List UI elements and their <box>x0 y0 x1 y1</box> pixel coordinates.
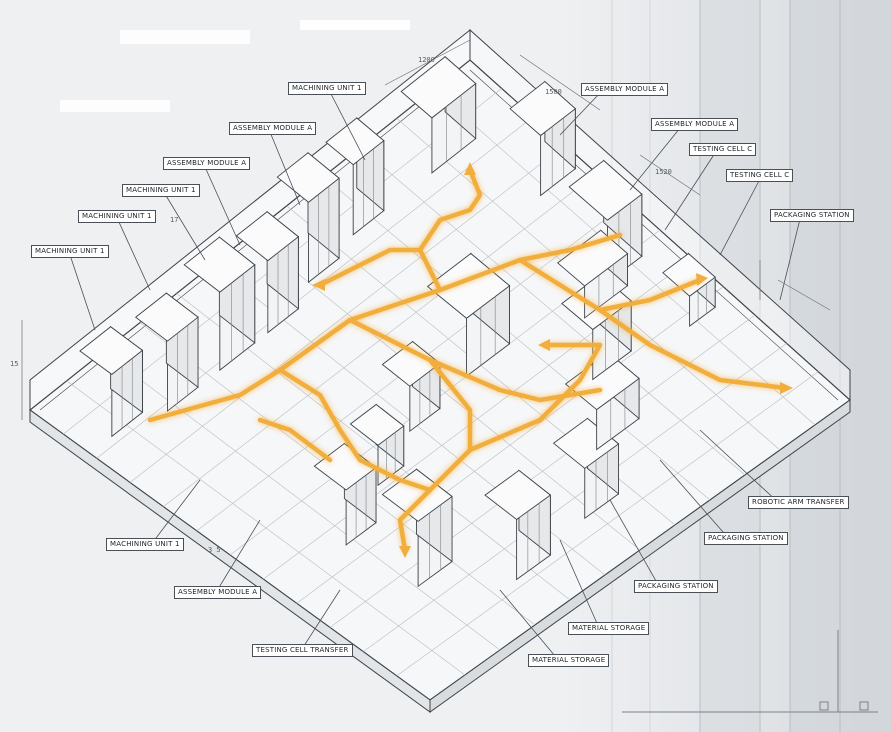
leader-line <box>559 539 601 631</box>
machining-frame <box>134 292 199 412</box>
label-testing-cell-c-2: TESTING CELL C <box>726 169 794 182</box>
label-machining-unit-1-bottom: MACHINING UNIT 1 <box>106 538 184 551</box>
packaging-bench <box>556 229 629 319</box>
wall-shelving-top-face <box>400 56 477 119</box>
label-assembly-module-a-bottom: ASSEMBLY MODULE A <box>174 586 262 599</box>
corner-bracket <box>622 630 878 713</box>
testing-cabinet-top-face <box>509 80 577 137</box>
label-packaging-station-mid: PACKAGING STATION <box>704 532 788 545</box>
robot-station-top-face <box>349 403 405 446</box>
ceiling-lights <box>60 20 410 112</box>
testing-cabinet <box>509 80 577 197</box>
assembly-enclosure-top-face <box>235 211 300 262</box>
material-storage-table <box>564 351 640 451</box>
tall-enclosure-top-face <box>276 152 340 203</box>
assembly-enclosure <box>235 210 300 334</box>
leader-line <box>204 166 241 246</box>
machine-cabinet <box>79 325 144 438</box>
testing-transfer-cell-top-face <box>484 469 552 521</box>
label-machining-unit-1-left2: MACHINING UNIT 1 <box>78 210 156 223</box>
packaging-bench-top-face <box>556 229 629 287</box>
machine-cabinet-top-face <box>79 326 144 375</box>
flow-path-lower-link <box>467 342 603 453</box>
arrowhead-south <box>399 546 411 558</box>
dimension-text-3: 1520 <box>655 168 672 176</box>
leader-line <box>559 92 601 136</box>
leader-line <box>329 91 366 161</box>
assembly-enclosure <box>183 236 256 372</box>
dimension-text-4: 17 <box>170 216 179 224</box>
arrowhead-center <box>538 339 550 351</box>
grid-line <box>363 343 787 652</box>
flow-path-inner-loop <box>257 417 333 463</box>
material-flow-paths <box>147 167 788 553</box>
label-machining-unit-1-top: MACHINING UNIT 1 <box>288 82 366 95</box>
label-material-storage-2: MATERIAL STORAGE <box>528 654 610 667</box>
leader-line <box>719 178 761 256</box>
arrowhead-north <box>464 162 476 175</box>
label-robotic-arm-transfer: ROBOTIC ARM TRANSFER <box>748 496 849 509</box>
label-assembly-module-a-right1: ASSEMBLY MODULE A <box>581 83 669 96</box>
leader-line <box>164 193 206 261</box>
flow-path-west <box>317 247 423 288</box>
leader-line <box>659 459 731 541</box>
flow-path-southwest <box>277 367 433 493</box>
packaging-cabinet <box>568 159 643 284</box>
tall-enclosure-top-face <box>325 117 385 166</box>
leader-line <box>269 131 301 206</box>
label-packaging-station-low: PACKAGING STATION <box>634 580 718 593</box>
label-material-storage-1: MATERIAL STORAGE <box>568 622 650 635</box>
label-packaging-station-right: PACKAGING STATION <box>770 209 854 222</box>
leader-line <box>609 499 661 589</box>
flow-path-east-upper <box>517 257 703 313</box>
dimension-text-5: 15 <box>10 360 19 368</box>
flow-path-center-cross <box>347 317 603 403</box>
leader-line <box>117 219 151 291</box>
leader-line <box>699 429 781 505</box>
testing-transfer-cell <box>484 469 552 581</box>
flow-path-north <box>417 167 483 293</box>
label-testing-cell-transfer: TESTING CELL TRANSFER <box>252 644 353 657</box>
dimension-lines <box>21 39 831 420</box>
leader-line <box>149 479 201 547</box>
machining-frame-top-face <box>134 292 199 342</box>
equipment <box>79 55 716 588</box>
flow-arrowheads <box>312 162 793 558</box>
arrowhead-upper-east <box>696 273 708 286</box>
leader-line <box>779 218 801 301</box>
flow-path-east <box>597 307 788 391</box>
dimension-text-1: 1200 <box>418 56 435 64</box>
label-machining-unit-1-left3: MACHINING UNIT 1 <box>31 245 109 258</box>
leader-line <box>629 127 681 191</box>
arrowhead-west <box>312 279 325 291</box>
label-assembly-module-a-right2: ASSEMBLY MODULE A <box>651 118 739 131</box>
label-assembly-module-a-top: ASSEMBLY MODULE A <box>229 122 317 135</box>
leader-line <box>299 589 341 653</box>
packaging-cabinet-top-face <box>568 159 643 221</box>
dimension-text-6: 3 5 <box>208 546 221 554</box>
leader-line <box>214 519 261 595</box>
tall-enclosure <box>276 151 340 284</box>
label-leader-lines <box>69 91 801 663</box>
label-assembly-module-a-left: ASSEMBLY MODULE A <box>163 157 251 170</box>
wall-shelving <box>400 55 477 174</box>
leader-line <box>664 152 716 231</box>
tall-enclosure <box>325 117 385 236</box>
dimension-text-2: 1500 <box>545 88 562 96</box>
label-machining-unit-1-left1: MACHINING UNIT 1 <box>122 184 200 197</box>
assembly-enclosure-top-face <box>183 236 256 293</box>
grid-line <box>396 371 819 677</box>
flow-path-main-diagonal <box>147 232 623 423</box>
flow-path-south <box>397 357 473 553</box>
label-testing-cell-c-1: TESTING CELL C <box>689 143 757 156</box>
leader-line <box>499 589 561 663</box>
arrowhead-east <box>780 382 793 394</box>
leader-line <box>69 254 96 331</box>
